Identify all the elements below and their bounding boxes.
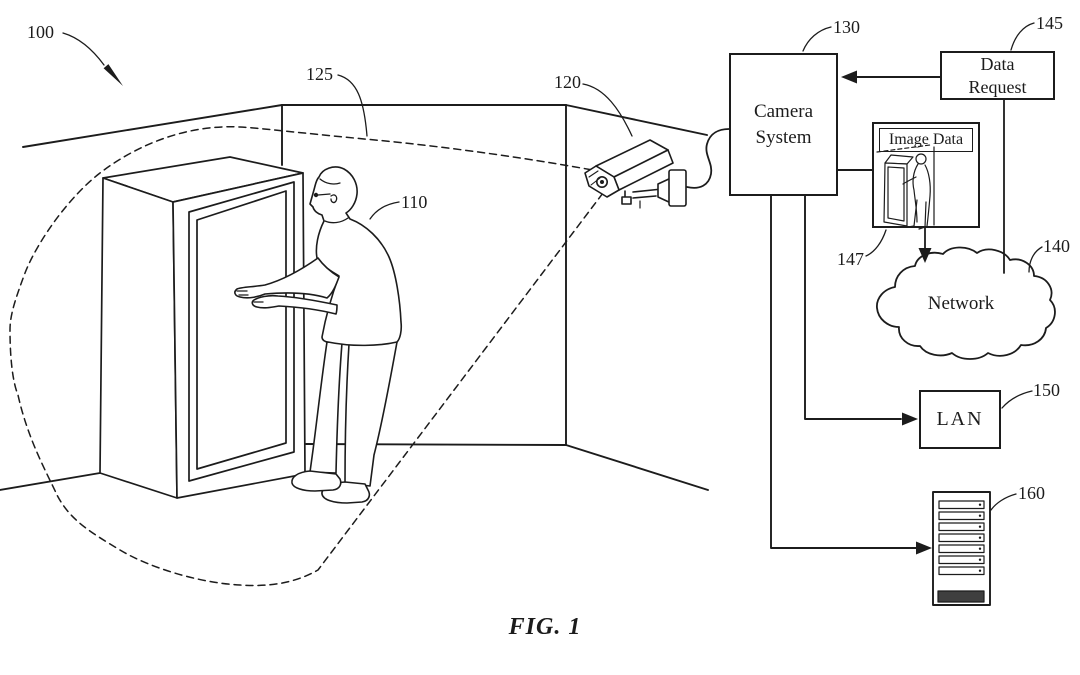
bracket-arm-bottom <box>633 196 656 198</box>
fov-dashed-path <box>10 127 603 586</box>
ref-label-120: 120 <box>554 72 581 92</box>
leader-125 <box>338 75 367 136</box>
lan-box: LAN <box>919 390 1001 449</box>
arrowhead-left <box>841 70 857 84</box>
cabinet-door-panel <box>197 191 286 469</box>
person-head-torso <box>310 167 401 345</box>
leader-150 <box>1002 391 1032 408</box>
hair-line <box>320 179 340 184</box>
leader-160 <box>991 494 1016 510</box>
person-details <box>237 179 348 302</box>
camera-system-box: Camera System <box>729 53 838 196</box>
network-label: Network <box>927 293 995 314</box>
camera-cable <box>687 129 729 188</box>
cloud-outline <box>877 247 1055 359</box>
person-near-arm <box>235 258 339 298</box>
server-base-vent <box>938 591 984 602</box>
person-front-leg <box>310 342 342 473</box>
person-front-shoe <box>292 471 341 491</box>
mini-person-front <box>913 164 918 222</box>
leader-145 <box>1011 23 1034 50</box>
left-wall-base <box>0 473 100 490</box>
connectors <box>771 70 940 555</box>
mini-person-back <box>925 165 930 226</box>
ref-label-130: 130 <box>833 17 860 37</box>
image-data-mini-scene <box>877 145 934 229</box>
bracket-arm-top <box>633 189 662 192</box>
mini-dashed-line <box>877 145 930 152</box>
camera-lens <box>597 177 607 187</box>
person-back-leg <box>345 342 397 486</box>
server-slats <box>939 501 984 575</box>
person-far-arm <box>252 296 337 314</box>
leader-147 <box>866 230 886 256</box>
ref-label-140: 140 <box>1043 236 1070 256</box>
left-wall-top-edge <box>23 105 282 147</box>
field-of-view-outline <box>10 127 603 586</box>
arrowhead-right <box>916 541 932 555</box>
glasses-lens <box>313 192 319 198</box>
collar-line <box>325 218 348 223</box>
ref-label-100: 100 <box>27 22 54 42</box>
right-wall-top-edge <box>566 105 707 135</box>
mini-person-legs <box>914 200 926 227</box>
leader-140 <box>1029 247 1042 272</box>
cabinet-left-face <box>100 178 177 498</box>
arrowhead-100 <box>103 64 123 86</box>
bracket-knob <box>622 197 631 204</box>
server-slat-leds <box>978 503 982 572</box>
ref-label-150: 150 <box>1033 380 1060 400</box>
leader-120 <box>583 84 632 136</box>
camera-vent-line <box>591 178 600 185</box>
ref-label-110: 110 <box>401 192 428 212</box>
camera-system-to-server-line <box>771 196 916 548</box>
camera-vent-line <box>589 171 598 177</box>
surveillance-camera <box>585 140 686 208</box>
image-data-box: Image Data <box>872 122 980 228</box>
data-request-box: Data Request <box>940 51 1055 100</box>
wall-mount-plate <box>669 170 686 206</box>
cabinet-door-frame <box>189 182 294 481</box>
mini-person-arm <box>903 177 916 184</box>
arrowhead-down <box>918 248 932 263</box>
right-wall-base <box>566 445 708 490</box>
mini-person-head <box>916 154 926 164</box>
camera-system-to-lan-line <box>805 196 901 419</box>
ref-label-160: 160 <box>1018 483 1045 503</box>
ref-label-145: 145 <box>1036 13 1063 33</box>
glasses-temple <box>318 194 330 195</box>
ref-label-125: 125 <box>306 64 333 84</box>
network-cloud <box>877 100 1055 359</box>
server-rack <box>933 492 990 605</box>
camera-lens-center <box>600 180 604 184</box>
ref-label-147: 147 <box>837 249 864 269</box>
leader-100 <box>63 33 104 65</box>
reference-leader-lines <box>63 23 1042 510</box>
person <box>235 167 401 503</box>
figure-caption: FIG. 1 <box>508 614 582 640</box>
leader-110 <box>370 202 399 219</box>
cabinet <box>100 157 305 498</box>
image-data-title: Image Data <box>879 128 973 152</box>
ear <box>331 195 337 203</box>
leader-130 <box>803 27 831 51</box>
arrowhead-right <box>902 412 918 426</box>
mini-cabinet-door <box>888 167 904 221</box>
